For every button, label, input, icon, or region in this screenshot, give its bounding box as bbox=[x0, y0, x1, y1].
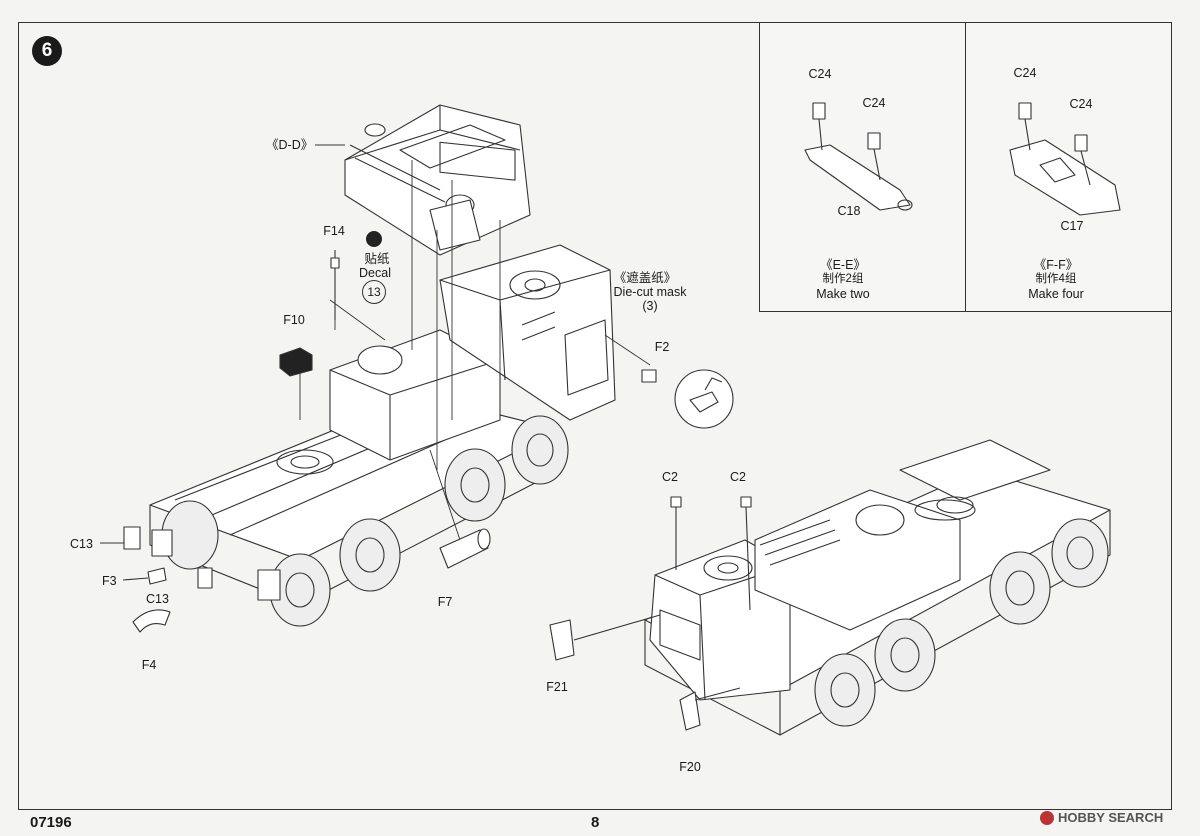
part-f14-antenna bbox=[330, 250, 340, 320]
label-f20: F20 bbox=[679, 760, 701, 774]
part-f7 bbox=[439, 529, 489, 569]
label-mask-cn: 《遮盖纸》 bbox=[613, 271, 677, 285]
inset-ee-note-cn: 制作2组 bbox=[822, 273, 864, 285]
decal-label-cn: 贴纸 bbox=[364, 252, 390, 266]
inset-ff-drawing bbox=[1009, 102, 1121, 216]
part-f3 bbox=[147, 567, 167, 585]
watermark-logo-icon bbox=[1040, 810, 1054, 825]
inset-ee-note-en: Make two bbox=[816, 287, 870, 301]
decal-number-circle: 13 bbox=[362, 280, 386, 304]
label-f7: F7 bbox=[437, 595, 453, 609]
part-c13-upper bbox=[123, 526, 141, 550]
label-f4: F4 bbox=[141, 658, 157, 672]
part-c2-pins bbox=[670, 496, 752, 611]
label-c24-ff-1: C24 bbox=[1013, 66, 1037, 80]
catalog-code: 07196 bbox=[30, 814, 72, 831]
label-c13-lower: C13 bbox=[146, 592, 169, 606]
label-f2: F2 bbox=[654, 340, 670, 354]
label-d-d: 《D-D》 bbox=[266, 138, 314, 152]
part-f20 bbox=[679, 691, 701, 731]
watermark-text: HOBBY SEARCH bbox=[1058, 810, 1164, 825]
assembly-d-d bbox=[344, 104, 531, 256]
inset-ff-note-en: Make four bbox=[1028, 287, 1084, 301]
step-number-badge: 6 bbox=[32, 36, 62, 66]
part-f21 bbox=[549, 619, 575, 661]
inset-ff-note-cn: 制作4组 bbox=[1035, 273, 1077, 285]
part-f10 bbox=[279, 347, 313, 377]
label-c13-upper: C13 bbox=[70, 537, 93, 551]
instruction-frame bbox=[18, 22, 1172, 810]
label-c17: C17 bbox=[1060, 219, 1084, 233]
label-f21: F21 bbox=[546, 680, 568, 694]
label-c24-ff-2: C24 bbox=[1069, 97, 1093, 111]
label-mask-num: (3) bbox=[642, 299, 658, 313]
decal-label-en: Decal bbox=[359, 266, 391, 280]
watermark: HOBBY SEARCH bbox=[1040, 810, 1163, 825]
label-mask-en: Die-cut mask bbox=[613, 285, 687, 299]
label-f10: F10 bbox=[283, 313, 305, 327]
label-f14: F14 bbox=[323, 224, 345, 238]
part-f4 bbox=[132, 609, 171, 633]
part-c13-lower bbox=[197, 567, 213, 589]
inset-ee-title: 《E-E》 bbox=[820, 258, 866, 272]
truck-chassis-left bbox=[149, 244, 616, 627]
label-c24-ee-1: C24 bbox=[808, 67, 832, 81]
part-f2 bbox=[641, 369, 657, 383]
label-f3: F3 bbox=[102, 574, 117, 588]
page-number: 8 bbox=[591, 814, 600, 831]
inset-ee-drawing bbox=[804, 102, 913, 211]
inset-ff-title: 《F-F》 bbox=[1033, 258, 1079, 272]
truck-assembled-right bbox=[644, 439, 1111, 736]
inset-panel-e-e bbox=[759, 22, 966, 312]
label-c2-right: C2 bbox=[730, 470, 746, 484]
decal-icon bbox=[366, 231, 382, 247]
label-c2-left: C2 bbox=[662, 470, 678, 484]
label-c18: C18 bbox=[837, 204, 861, 218]
label-c24-ee-2: C24 bbox=[862, 96, 886, 110]
